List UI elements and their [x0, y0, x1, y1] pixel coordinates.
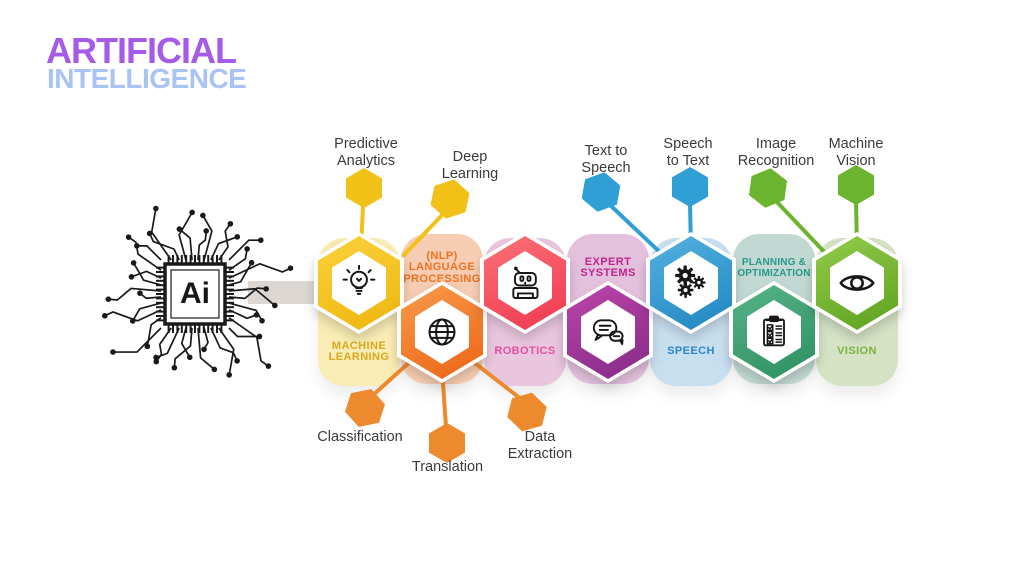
chip-connector-bar — [248, 281, 334, 304]
eye-icon — [839, 275, 875, 291]
nlp-hexagon — [397, 281, 487, 383]
subtopic-label-data-extraction: Data Extraction — [507, 429, 573, 462]
globe-icon — [428, 318, 456, 346]
title-line-1: ARTIFICIAL — [46, 30, 237, 71]
subtopic-label-predictive-analytics: Predictive Analytics — [334, 136, 398, 169]
line-translation — [441, 381, 448, 429]
subtopic-hexagon-classification — [342, 383, 389, 432]
robotics-hexagon — [480, 232, 570, 334]
machine-learning-hexagon — [314, 232, 404, 334]
ai-chip-label: Ai — [180, 277, 210, 310]
subtopic-hexagon-machine-vision — [838, 165, 874, 205]
clipboard-icon — [763, 315, 785, 347]
chat-bubbles-icon — [592, 319, 624, 346]
lightbulb-icon — [342, 264, 376, 295]
domain-label-speech: SPEECH — [667, 345, 715, 358]
domain-label-vision: VISION — [837, 345, 877, 358]
subtopic-label-deep-learning: Deep Learning — [441, 149, 499, 182]
subtopic-label-translation: Translation — [411, 459, 484, 475]
subtopic-hexagon-predictive-analytics — [346, 168, 382, 208]
expert-systems-hexagon — [563, 281, 653, 383]
robot-icon — [512, 266, 539, 299]
domain-label-robotics: ROBOTICS — [494, 345, 556, 358]
gears-icon — [675, 265, 706, 298]
vision-hexagon — [812, 232, 902, 334]
subtopic-hexagon-speech-to-text — [672, 167, 708, 207]
domain-label-planning: PLANNING & OPTIMIZATION — [737, 256, 811, 280]
subtopic-label-image-recognition: Image Recognition — [737, 136, 815, 169]
subtopic-label-text-to-speech: Text to Speech — [581, 143, 631, 176]
planning-hexagon — [729, 281, 819, 383]
subtopic-hexagon-translation — [429, 423, 465, 463]
domain-label-expert-systems: EXPERT SYSTEMS — [580, 255, 636, 279]
title-line-2: INTELLIGENCE — [47, 63, 247, 94]
speech-hexagon — [646, 232, 736, 334]
subtopic-label-classification: Classification — [317, 429, 403, 445]
subtopic-hexagon-image-recognition — [747, 166, 788, 211]
subtopic-label-machine-vision: Machine Vision — [828, 136, 884, 169]
ai-chip-circuit-graphic — [102, 205, 294, 378]
domain-label-machine-learning: MACHINE LEARNING — [328, 339, 390, 363]
subtopic-label-speech-to-text: Speech to Text — [663, 136, 713, 169]
